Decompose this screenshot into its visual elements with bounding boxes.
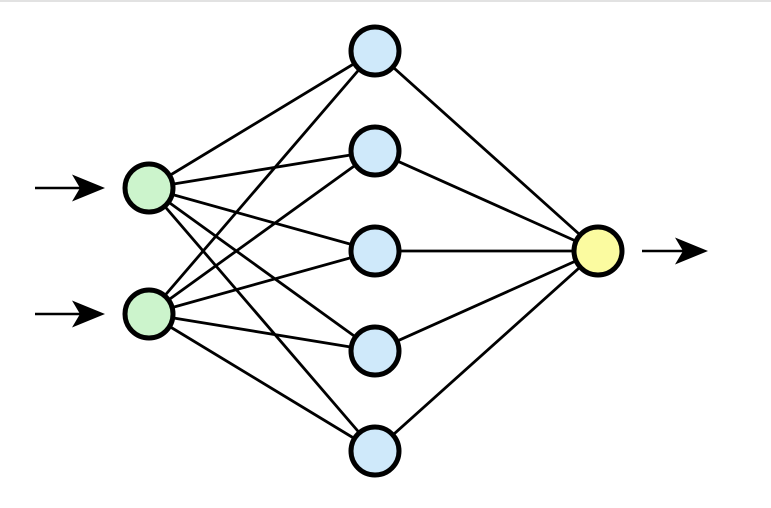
input-1-node xyxy=(122,161,176,215)
edge-input-2-hidden-1 xyxy=(147,50,377,315)
input-arrow-2-head xyxy=(72,300,105,328)
output-arrow-head xyxy=(675,237,708,265)
hidden-1-node xyxy=(348,24,402,78)
output-1-node xyxy=(571,224,625,278)
hidden-2-node xyxy=(348,124,402,178)
edge-hidden-4-output-1 xyxy=(374,249,599,353)
edge-input-2-hidden-5 xyxy=(148,312,376,453)
top-border-line xyxy=(0,0,771,2)
edge-hidden-5-output-1 xyxy=(374,249,599,453)
edge-input-1-hidden-4 xyxy=(148,186,376,353)
edge-hidden-1-output-1 xyxy=(374,49,599,253)
edge-input-2-hidden-3 xyxy=(148,249,376,316)
edge-input-1-hidden-2 xyxy=(148,149,376,190)
input-2-node xyxy=(122,287,176,341)
edge-hidden-2-output-1 xyxy=(374,149,599,253)
edge-input-1-hidden-1 xyxy=(148,49,376,190)
edge-input-1-hidden-3 xyxy=(148,186,376,253)
edge-input-2-hidden-4 xyxy=(148,312,376,353)
input-arrow-1-head xyxy=(72,174,105,202)
edge-input-1-hidden-5 xyxy=(147,187,377,452)
edge-input-2-hidden-2 xyxy=(148,149,376,316)
hidden-3-node xyxy=(348,224,402,278)
hidden-4-node xyxy=(348,324,402,378)
hidden-5-node xyxy=(348,424,402,478)
